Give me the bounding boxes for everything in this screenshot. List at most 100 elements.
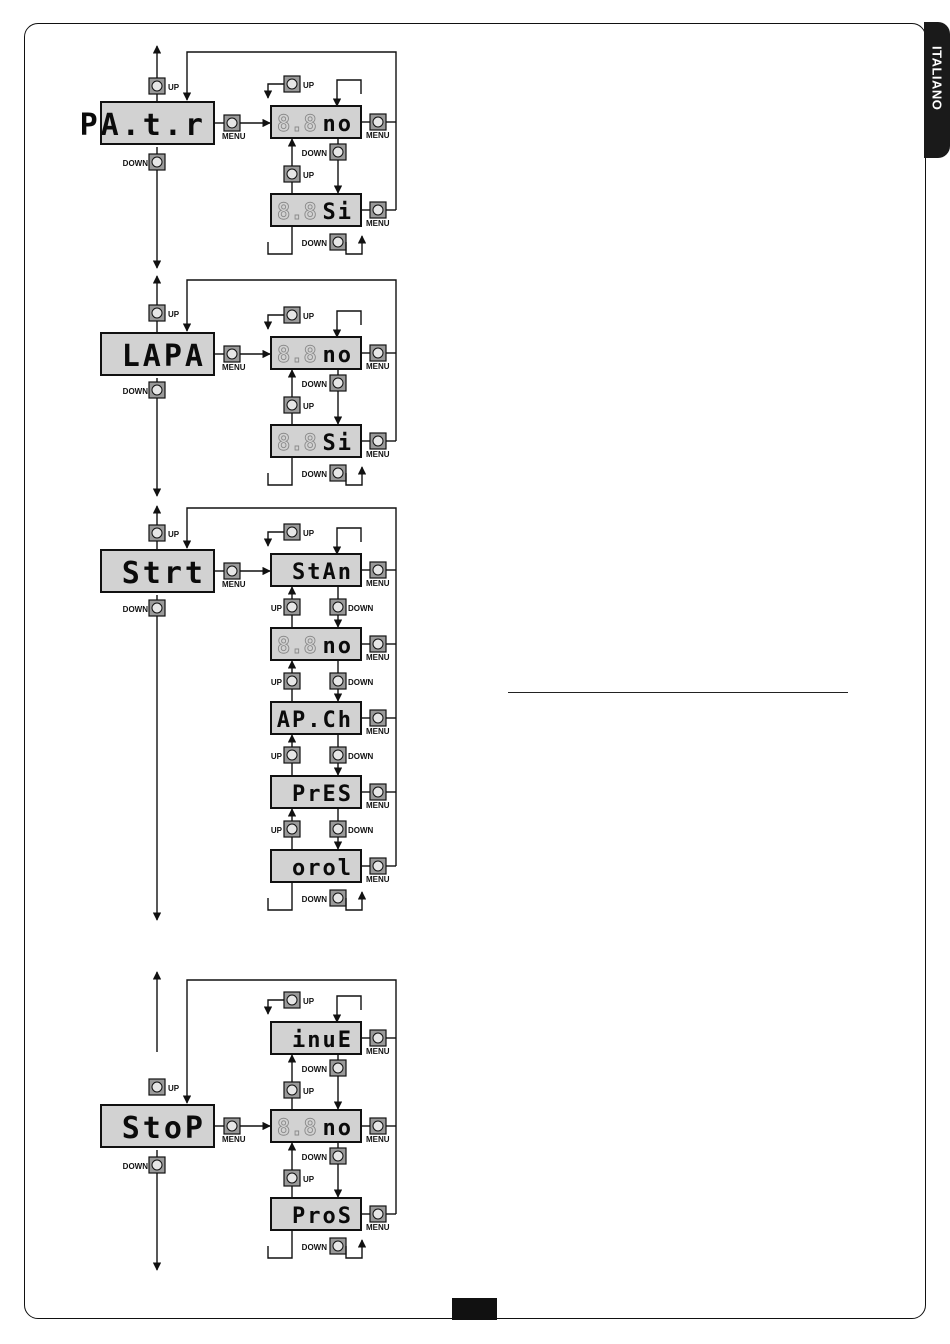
lcd-text: LAPA — [122, 339, 206, 374]
wrap-down-button[interactable]: DOWN — [302, 464, 347, 482]
step-down-button[interactable]: DOWN — [329, 820, 374, 838]
option-menu-button[interactable]: MENU — [366, 1117, 390, 1144]
separator-line — [508, 692, 848, 693]
button-label: UP — [303, 402, 315, 411]
button-label: DOWN — [302, 1243, 328, 1252]
step-up-button[interactable]: UP — [271, 672, 301, 690]
button-label: MENU — [366, 219, 390, 228]
lcd-text: Strt — [122, 556, 206, 591]
button-circle-icon — [332, 467, 344, 479]
wrap-up-button[interactable]: UP — [283, 523, 315, 541]
button-circle-icon — [372, 860, 384, 872]
button-circle-icon — [286, 78, 298, 90]
main-display-patr: PA.t.r — [80, 101, 215, 145]
option-menu-button[interactable]: MENU — [366, 432, 390, 459]
main-menu-button[interactable]: MENU — [222, 114, 246, 141]
wrap-down-button[interactable]: DOWN — [302, 1237, 347, 1255]
main-menu-button[interactable]: MENU — [222, 562, 246, 589]
option-menu-button[interactable]: MENU — [366, 1029, 390, 1056]
option-menu-button[interactable]: MENU — [366, 1205, 390, 1232]
main-up-button[interactable]: UP — [148, 524, 180, 542]
button-circle-icon — [286, 309, 298, 321]
wrap-up-button[interactable]: UP — [283, 306, 315, 324]
option-menu-button[interactable]: MENU — [366, 561, 390, 588]
wrap-up-button[interactable]: UP — [283, 75, 315, 93]
button-label: DOWN — [302, 1065, 328, 1074]
return-loop-arrow — [182, 51, 397, 210]
button-circle-icon — [226, 117, 238, 129]
option-menu-button[interactable]: MENU — [366, 201, 390, 228]
step-down-button[interactable]: DOWN — [329, 598, 374, 616]
main-menu-button[interactable]: MENU — [222, 1117, 246, 1144]
step-up-button[interactable]: UP — [283, 1169, 315, 1187]
button-label: DOWN — [302, 895, 328, 904]
main-down-button[interactable]: DOWN — [123, 381, 166, 399]
button-label: UP — [168, 310, 180, 319]
step-up-button[interactable]: UP — [283, 396, 315, 414]
wrap-up-button[interactable]: UP — [283, 991, 315, 1009]
lcd-unlit-digits: 8.8 — [277, 200, 317, 225]
button-label: UP — [303, 997, 315, 1006]
return-loop-arrow — [182, 979, 397, 1214]
step-up-button[interactable]: UP — [271, 820, 301, 838]
wrap-down-button[interactable]: DOWN — [302, 233, 347, 251]
lcd-text: no — [323, 112, 354, 137]
button-label: DOWN — [348, 826, 374, 835]
button-circle-icon — [372, 1032, 384, 1044]
button-label: DOWN — [348, 678, 374, 687]
button-circle-icon — [286, 399, 298, 411]
main-up-button[interactable]: UP — [148, 77, 180, 95]
wrap-arrow-right — [332, 310, 362, 338]
button-circle-icon — [332, 236, 344, 248]
wrap-arrow-bottom-right — [345, 466, 367, 486]
option-menu-button[interactable]: MENU — [366, 709, 390, 736]
option-display-strt-4: orol — [270, 849, 362, 883]
button-label: MENU — [222, 1135, 246, 1144]
option-menu-button[interactable]: MENU — [366, 344, 390, 371]
wrap-arrow-bottom-left — [267, 457, 293, 486]
step-down-button[interactable]: DOWN — [329, 672, 374, 690]
step-down-button[interactable]: DOWN — [329, 746, 374, 764]
step-down-button[interactable]: DOWN — [302, 374, 347, 392]
main-up-button[interactable]: UP — [148, 304, 180, 322]
button-label: MENU — [366, 727, 390, 736]
step-down-button[interactable]: DOWN — [302, 143, 347, 161]
option-menu-button[interactable]: MENU — [366, 113, 390, 140]
step-up-button[interactable]: UP — [271, 746, 301, 764]
step-up-button[interactable]: UP — [283, 165, 315, 183]
button-circle-icon — [372, 712, 384, 724]
button-label: UP — [303, 1087, 315, 1096]
button-circle-icon — [286, 526, 298, 538]
button-label: MENU — [366, 801, 390, 810]
button-label: DOWN — [302, 239, 328, 248]
button-label: UP — [303, 1175, 315, 1184]
button-label: MENU — [366, 450, 390, 459]
button-circle-icon — [286, 601, 298, 613]
main-down-button[interactable]: DOWN — [123, 1156, 166, 1174]
step-down-button[interactable]: DOWN — [302, 1147, 347, 1165]
lcd-frame — [270, 424, 362, 458]
option-menu-button[interactable]: MENU — [366, 635, 390, 662]
lcd-text: AP.Ch — [277, 708, 353, 733]
button-circle-icon — [332, 823, 344, 835]
option-menu-button[interactable]: MENU — [366, 783, 390, 810]
step-down-button[interactable]: DOWN — [302, 1059, 347, 1077]
step-up-button[interactable]: UP — [271, 598, 301, 616]
wrap-arrow-bottom-left — [267, 226, 293, 255]
main-menu-button[interactable]: MENU — [222, 345, 246, 372]
main-down-button[interactable]: DOWN — [123, 153, 166, 171]
button-label: UP — [168, 83, 180, 92]
button-label: MENU — [366, 1047, 390, 1056]
button-label: UP — [271, 826, 283, 835]
button-label: DOWN — [123, 159, 149, 168]
lcd-text: orol — [292, 856, 353, 881]
wrap-arrow-bottom-right — [345, 891, 367, 911]
option-menu-button[interactable]: MENU — [366, 857, 390, 884]
wrap-down-button[interactable]: DOWN — [302, 889, 347, 907]
main-up-button[interactable]: UP — [148, 1078, 180, 1096]
lcd-text: inuE — [292, 1028, 353, 1053]
step-up-button[interactable]: UP — [283, 1081, 315, 1099]
main-down-button[interactable]: DOWN — [123, 599, 166, 617]
